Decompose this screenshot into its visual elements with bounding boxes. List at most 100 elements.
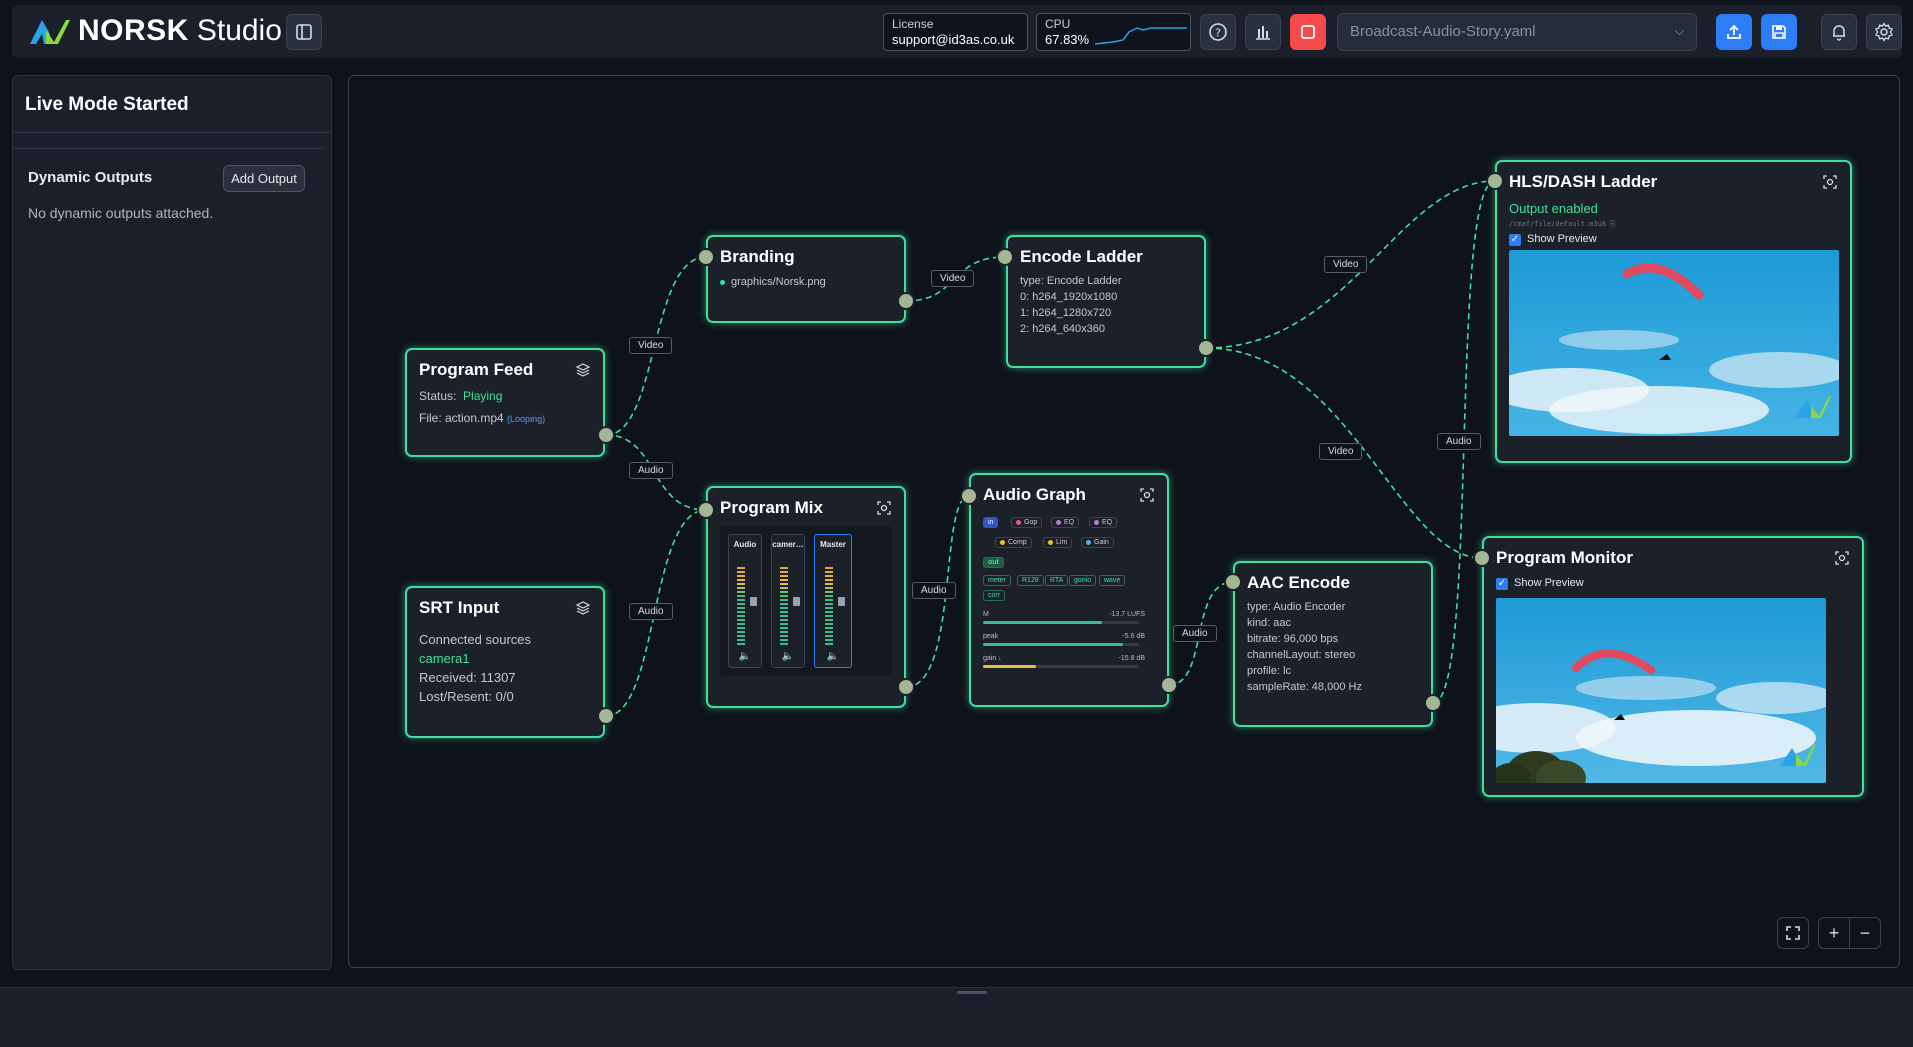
meter-label: M bbox=[983, 611, 989, 618]
file-select[interactable]: Broadcast-Audio-Story.yaml ⌵ bbox=[1337, 13, 1697, 51]
level-meter bbox=[780, 565, 788, 645]
analysis-tag[interactable]: R128 bbox=[1017, 575, 1044, 586]
show-preview-checkbox[interactable]: ✓ bbox=[1496, 578, 1508, 590]
input-handle[interactable] bbox=[1486, 172, 1504, 190]
output-path[interactable]: /cmaf/file/default.m3u8 ⎘ bbox=[1509, 220, 1616, 228]
node-title: SRT Input bbox=[419, 598, 500, 617]
ladder-line: 0: h264_1920x1080 bbox=[1020, 291, 1118, 303]
upload-icon bbox=[1727, 24, 1741, 39]
graph-chip[interactable]: EQ bbox=[1051, 517, 1080, 528]
output-handle[interactable] bbox=[1197, 339, 1215, 357]
meter-value: -5.6 dB bbox=[1122, 633, 1145, 640]
divider bbox=[13, 148, 323, 149]
video-preview bbox=[1496, 598, 1826, 783]
layers-icon[interactable] bbox=[575, 362, 591, 378]
zoom-in-button[interactable]: + bbox=[1818, 917, 1850, 949]
upload-button[interactable] bbox=[1716, 14, 1752, 50]
edge-label: Video bbox=[629, 337, 673, 354]
edge-srt-mix bbox=[605, 509, 707, 717]
aac-line: type: Audio Encoder bbox=[1247, 601, 1346, 613]
notifications-button[interactable] bbox=[1821, 14, 1857, 50]
mixer-panel: Audio 🔈 camer… 🔈 Master 🔈 bbox=[720, 526, 892, 676]
meter-bar bbox=[983, 665, 1139, 668]
node-hls-dash-ladder[interactable]: HLS/DASH Ladder Output enabled /cmaf/fil… bbox=[1495, 160, 1852, 463]
strip-label: Master bbox=[820, 540, 846, 549]
node-srt-input[interactable]: SRT Input Connected sources camera1 Rece… bbox=[405, 586, 605, 738]
node-program-monitor[interactable]: Program Monitor ✓ Show Preview bbox=[1482, 536, 1864, 797]
branding-file-name: graphics/Norsk.png bbox=[731, 276, 826, 288]
output-handle[interactable] bbox=[897, 678, 915, 696]
graph-chip[interactable]: Gain bbox=[1081, 537, 1114, 548]
stop-button[interactable] bbox=[1290, 14, 1326, 50]
mixer-strip: camer… 🔈 bbox=[771, 534, 805, 668]
graph-out-chip[interactable]: out bbox=[983, 557, 1004, 568]
screenshot-icon[interactable] bbox=[1139, 487, 1155, 503]
output-handle[interactable] bbox=[1424, 694, 1442, 712]
stats-button[interactable] bbox=[1245, 14, 1281, 50]
output-handle[interactable] bbox=[897, 292, 915, 310]
graph-chip[interactable]: Lim bbox=[1043, 537, 1073, 548]
sidebar-icon bbox=[296, 24, 312, 40]
analysis-tag[interactable]: corr bbox=[983, 590, 1006, 601]
level-meter bbox=[825, 565, 833, 645]
edge-label: Video bbox=[1324, 256, 1368, 273]
resize-handle[interactable] bbox=[957, 991, 987, 994]
minus-icon: − bbox=[1859, 922, 1871, 943]
input-handle[interactable] bbox=[996, 248, 1014, 266]
speaker-icon[interactable]: 🔈 bbox=[826, 651, 840, 662]
output-handle[interactable] bbox=[597, 426, 615, 444]
node-encode-ladder[interactable]: Encode Ladder type: Encode Ladder 0: h26… bbox=[1006, 235, 1206, 368]
analysis-tag[interactable]: RTA bbox=[1045, 575, 1069, 586]
node-aac-encode[interactable]: AAC Encode type: Audio Encoder kind: aac… bbox=[1233, 561, 1433, 727]
ladder-line: 1: h264_1280x720 bbox=[1020, 307, 1112, 319]
node-title: Encode Ladder bbox=[1020, 247, 1143, 266]
output-handle[interactable] bbox=[597, 707, 615, 725]
file-line: File: action.mp4 (Looping) bbox=[419, 411, 545, 425]
flow-canvas[interactable]: Video Video Audio Audio Audio Audio Vide… bbox=[348, 75, 1900, 968]
graph-chip[interactable]: Comp bbox=[995, 537, 1032, 548]
empty-outputs-text: No dynamic outputs attached. bbox=[28, 205, 214, 221]
screenshot-icon[interactable] bbox=[1834, 550, 1850, 566]
speaker-icon[interactable]: 🔈 bbox=[781, 651, 795, 662]
speaker-icon[interactable]: 🔈 bbox=[738, 651, 752, 662]
input-handle[interactable] bbox=[1473, 549, 1491, 567]
analysis-tag[interactable]: wave bbox=[1099, 575, 1126, 586]
sidebar-toggle-button[interactable] bbox=[286, 14, 322, 50]
fit-view-icon bbox=[1786, 926, 1800, 940]
input-handle[interactable] bbox=[697, 248, 715, 266]
fader-knob[interactable] bbox=[793, 597, 800, 606]
zoom-out-button[interactable]: − bbox=[1849, 917, 1881, 949]
input-handle[interactable] bbox=[697, 501, 715, 519]
bar-chart-icon bbox=[1256, 26, 1270, 40]
graph-chip[interactable]: Gop bbox=[1011, 517, 1043, 528]
add-output-button[interactable]: Add Output bbox=[223, 165, 305, 192]
graph-chip[interactable]: EQ bbox=[1089, 517, 1118, 528]
layers-icon[interactable] bbox=[575, 600, 591, 616]
save-icon bbox=[1772, 25, 1786, 39]
node-program-mix[interactable]: Program Mix Audio 🔈 camer… 🔈 Master 🔈 bbox=[706, 486, 906, 708]
fit-view-button[interactable] bbox=[1777, 917, 1809, 949]
fader-knob[interactable] bbox=[838, 597, 845, 606]
edge-ladder-hls bbox=[1205, 180, 1496, 349]
plus-icon: + bbox=[1828, 922, 1840, 943]
analysis-tag[interactable]: gonio bbox=[1069, 575, 1097, 586]
help-button[interactable]: ? bbox=[1200, 14, 1236, 50]
strip-label: camer… bbox=[772, 540, 804, 549]
node-program-feed[interactable]: Program Feed Status: Playing File: actio… bbox=[405, 348, 605, 457]
node-title: Program Feed bbox=[419, 360, 534, 379]
meter-label: gain ↓ bbox=[983, 655, 1002, 662]
output-handle[interactable] bbox=[1160, 676, 1178, 694]
fader-knob[interactable] bbox=[750, 597, 757, 606]
graph-in-chip[interactable]: in bbox=[983, 517, 999, 528]
source-name[interactable]: camera1 bbox=[419, 651, 470, 666]
input-handle[interactable] bbox=[960, 487, 978, 505]
input-handle[interactable] bbox=[1224, 573, 1242, 591]
node-branding[interactable]: Branding graphics/Norsk.png bbox=[706, 235, 906, 323]
show-preview-checkbox[interactable]: ✓ bbox=[1509, 234, 1521, 246]
screenshot-icon[interactable] bbox=[1822, 174, 1838, 190]
node-audio-graph[interactable]: Audio Graph in Gop EQ EQ Comp Lim Gain o… bbox=[969, 473, 1169, 707]
save-button[interactable] bbox=[1761, 14, 1797, 50]
settings-button[interactable] bbox=[1866, 14, 1902, 50]
screenshot-icon[interactable] bbox=[876, 500, 892, 516]
analysis-tag[interactable]: meter bbox=[983, 575, 1011, 586]
